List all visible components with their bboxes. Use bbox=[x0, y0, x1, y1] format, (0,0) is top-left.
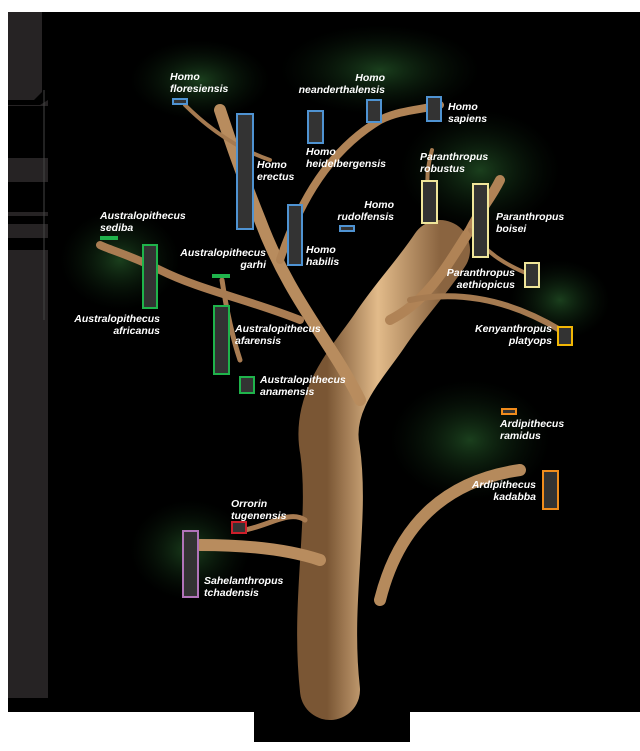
tree-trunk bbox=[96, 101, 563, 720]
range-bar-australopithecus-sediba bbox=[100, 236, 118, 240]
range-bar-homo-heidelbergensis bbox=[307, 110, 324, 144]
range-bar-kenyanthropus-platyops bbox=[557, 326, 573, 346]
range-bar-homo-habilis bbox=[287, 204, 303, 266]
range-bar-paranthropus-boisei bbox=[472, 183, 489, 258]
range-bar-homo-sapiens bbox=[426, 96, 442, 122]
range-bar-sahelanthropus-tchadensis bbox=[182, 530, 199, 598]
range-bar-australopithecus-africanus bbox=[142, 244, 158, 309]
range-bar-paranthropus-aethiopicus bbox=[524, 262, 540, 288]
range-bar-orrorin-tugenensis bbox=[231, 521, 247, 534]
range-bar-homo-rudolfensis bbox=[339, 225, 355, 232]
range-bar-homo-erectus bbox=[236, 113, 254, 230]
range-bar-australopithecus-afarensis bbox=[213, 305, 230, 375]
time-axis-strip bbox=[8, 12, 48, 698]
range-bar-homo-floresiensis bbox=[172, 98, 188, 105]
range-bar-ardipithecus-kadabba bbox=[542, 470, 559, 510]
range-bar-ardipithecus-ramidus bbox=[501, 408, 517, 415]
range-bar-australopithecus-anamensis bbox=[239, 376, 255, 394]
range-bar-homo-neanderthalensis bbox=[366, 99, 382, 123]
range-bar-australopithecus-garhi bbox=[212, 274, 230, 278]
range-bar-paranthropus-robustus bbox=[421, 180, 438, 224]
